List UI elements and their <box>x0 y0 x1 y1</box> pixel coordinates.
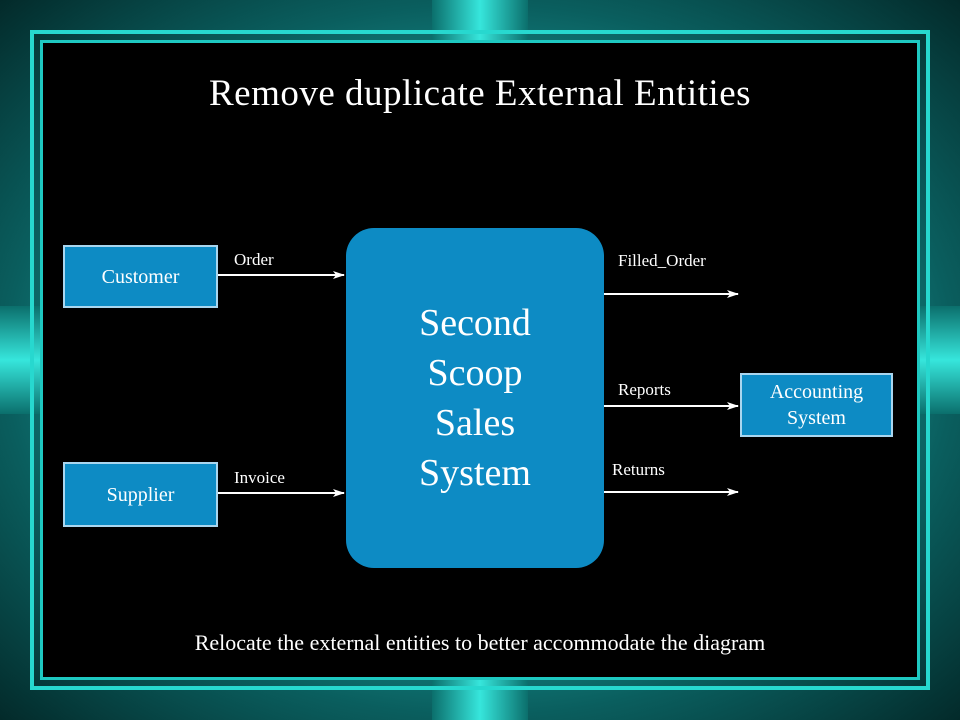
process-label-line1: Second <box>419 301 531 344</box>
process-label-line3: Sales <box>434 402 516 444</box>
slide-footer: Relocate the external entities to better… <box>194 630 766 655</box>
entity-accounting-system: Accounting System <box>740 373 893 437</box>
border-frame-outer <box>30 30 930 690</box>
entity-customer: Customer <box>63 245 218 308</box>
process-label-line2: Scoop <box>427 351 523 394</box>
border-tab-right <box>912 306 960 414</box>
process-second-scoop-sales-system: Second Scoop Sales System <box>346 228 604 568</box>
flow-label-returns: Returns <box>612 460 665 479</box>
flow-label-filled-order: Filled_Order <box>618 251 706 270</box>
entity-supplier-label: Supplier <box>106 483 175 506</box>
entity-accounting-label-line2: System <box>787 407 846 429</box>
flow-label-order: Order <box>234 250 274 269</box>
entity-supplier: Supplier <box>63 462 218 527</box>
process-label-line4: System <box>419 452 531 495</box>
entity-customer-label: Customer <box>101 265 180 288</box>
border-tab-bottom <box>432 672 528 720</box>
slide-title: Remove duplicate External Entities <box>208 73 752 114</box>
flow-label-invoice: Invoice <box>234 468 285 487</box>
flow-label-reports: Reports <box>618 380 671 399</box>
entity-accounting-label-line1: Accounting <box>769 381 864 403</box>
